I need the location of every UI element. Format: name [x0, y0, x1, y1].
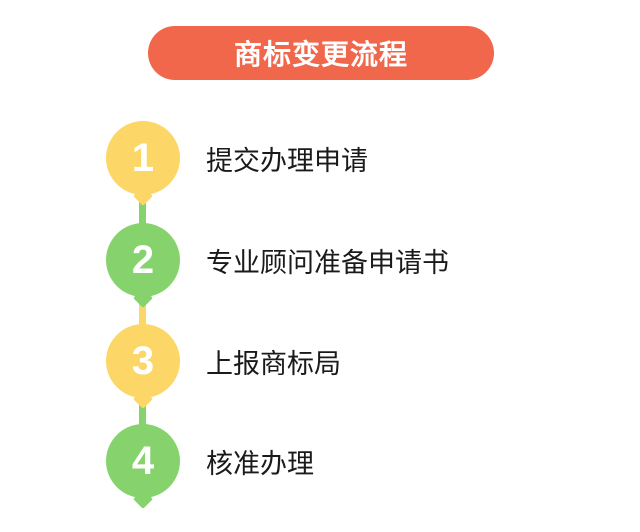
connector-2-3 [139, 298, 146, 326]
step-3-number: 3 [131, 339, 155, 383]
step-3-label: 上报商标局 [206, 348, 341, 380]
connector-1-2 [139, 196, 146, 226]
step-1-number: 1 [131, 136, 155, 180]
step-4-number: 4 [131, 439, 155, 483]
step-2-number: 2 [131, 238, 155, 282]
step-4-label: 核准办理 [206, 448, 314, 480]
step-1-label: 提交办理申请 [206, 145, 368, 177]
connector-3-4 [139, 399, 146, 426]
step-2-label: 专业顾问准备申请书 [206, 247, 449, 279]
diagram-title: 商标变更流程 [233, 38, 408, 71]
step-3-circle: 3 [106, 324, 180, 398]
title-banner: 商标变更流程 [148, 26, 494, 80]
step-2-circle: 2 [106, 223, 180, 297]
step-1-circle: 1 [106, 121, 180, 195]
step-4-circle: 4 [106, 424, 180, 498]
